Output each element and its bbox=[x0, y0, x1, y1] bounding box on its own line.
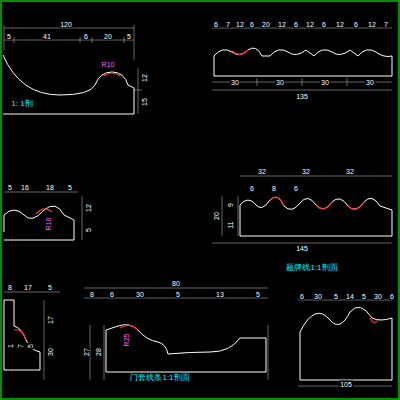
dimension-text: 12 bbox=[367, 21, 377, 28]
dimension-text: 32 bbox=[257, 168, 267, 175]
dimension-text: 6 bbox=[293, 185, 299, 192]
dimension-text: 6 bbox=[109, 291, 115, 298]
dimension-text: 30 bbox=[320, 79, 330, 86]
dimension-text: 120 bbox=[59, 21, 73, 28]
dimension-text: 17 bbox=[23, 284, 33, 291]
dimension-text: 15 bbox=[141, 97, 148, 107]
dimension-text: 6 bbox=[249, 21, 255, 28]
dimension-text: 30 bbox=[135, 291, 145, 298]
dimension-text: 12 bbox=[235, 21, 245, 28]
dimension-text: 30 bbox=[230, 79, 240, 86]
dimension-text: 20 bbox=[213, 211, 220, 221]
dimension-text: 30 bbox=[275, 79, 285, 86]
dimension-text: 30 bbox=[47, 347, 54, 357]
dimension-text: 27 bbox=[83, 347, 90, 357]
section-title: 门套线条1:1剖面 bbox=[129, 374, 190, 382]
dimension-text: 20 bbox=[261, 21, 271, 28]
dimension-text: 5 bbox=[255, 291, 261, 298]
dimension-text: 6 bbox=[83, 33, 89, 40]
dimension-text: 5 bbox=[6, 33, 12, 40]
dimension-text: 16 bbox=[20, 184, 30, 191]
dimension-text: 12 bbox=[335, 21, 345, 28]
radius-note: R10 bbox=[101, 61, 116, 68]
dimension-text: 28 bbox=[95, 347, 102, 357]
dimension-text: 5 bbox=[333, 293, 339, 300]
dimension-text: 6 bbox=[389, 293, 395, 300]
dimension-text: 5 bbox=[67, 184, 73, 191]
dimension-text: 13 bbox=[215, 291, 225, 298]
dimension-text: 6 bbox=[321, 21, 327, 28]
dimension-text: 32 bbox=[301, 168, 311, 175]
dimension-text: 12 bbox=[277, 21, 287, 28]
dimension-text: 5 bbox=[27, 343, 34, 349]
dimension-text: 7 bbox=[225, 21, 231, 28]
dimension-text: 41 bbox=[42, 33, 52, 40]
dimension-text: 5 bbox=[175, 291, 181, 298]
dimension-text: 5 bbox=[85, 227, 92, 233]
dimension-text: 6 bbox=[293, 21, 299, 28]
radius-note: R10 bbox=[45, 217, 52, 232]
dimension-text: 18 bbox=[45, 184, 55, 191]
dimension-text: 6 bbox=[299, 293, 305, 300]
dimension-text: 9 bbox=[227, 202, 234, 208]
dimension-text: 145 bbox=[295, 245, 309, 252]
dimension-text: 12 bbox=[141, 73, 148, 83]
dimension-text: 5 bbox=[7, 184, 13, 191]
dimension-text: 5 bbox=[47, 284, 53, 291]
dimension-text: 30 bbox=[365, 79, 375, 86]
dimension-text: 80 bbox=[171, 280, 181, 287]
radius-note: R25 bbox=[123, 333, 130, 348]
dimension-text: 6 bbox=[249, 185, 255, 192]
dimension-text: 8 bbox=[271, 185, 277, 192]
dimension-text: 6 bbox=[353, 21, 359, 28]
dimension-text: 20 bbox=[103, 33, 113, 40]
dimension-text: 5 bbox=[361, 293, 367, 300]
dimension-text: 12 bbox=[305, 21, 315, 28]
dimension-text: 1 bbox=[7, 343, 14, 349]
dimension-text: 17 bbox=[47, 315, 54, 325]
dimension-text: 12 bbox=[85, 203, 92, 213]
dimension-text: 7 bbox=[383, 21, 389, 28]
section-title: 题牌线1:1剖面 bbox=[285, 264, 338, 272]
dimension-text: 30 bbox=[313, 293, 323, 300]
dimension-text: 32 bbox=[345, 168, 355, 175]
dimension-text: 7 bbox=[17, 343, 24, 349]
dimension-text: 30 bbox=[373, 293, 383, 300]
dimension-text: 8 bbox=[7, 284, 13, 291]
dimension-text: 11 bbox=[227, 220, 234, 229]
section-title: 1: 1剖 bbox=[10, 100, 33, 108]
dimension-text: 105 bbox=[339, 381, 353, 388]
dimension-text: 135 bbox=[295, 93, 309, 100]
dimension-text: 6 bbox=[213, 21, 219, 28]
dimension-text: 8 bbox=[89, 291, 95, 298]
dimension-text: 5 bbox=[126, 33, 132, 40]
dimension-text: 14 bbox=[345, 293, 355, 300]
